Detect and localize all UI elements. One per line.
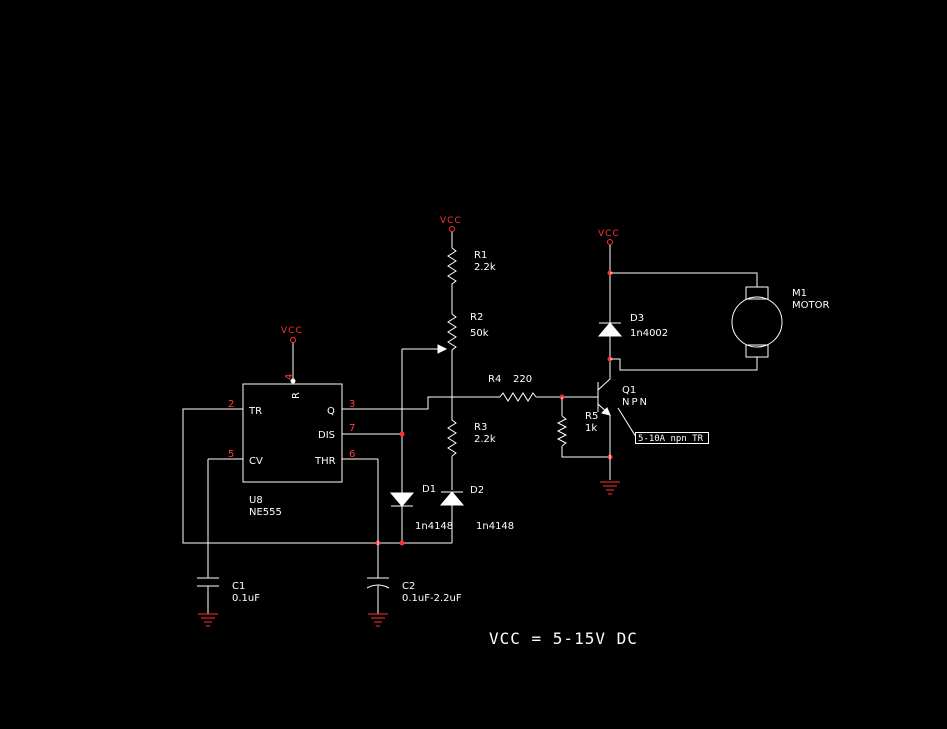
transistor-note: 5-10A npn TR (617, 407, 709, 444)
c1-ref: C1 (232, 581, 245, 592)
capacitor-c2[interactable]: C2 0.1uF-2.2uF (366, 577, 462, 614)
d3-value: 1n4002 (630, 328, 668, 339)
c1-value: 0.1uF (232, 593, 260, 604)
svg-text:VCC: VCC (281, 326, 303, 336)
d2-value: 1n4148 (476, 521, 514, 532)
d2-ref: D2 (470, 485, 484, 496)
pin-label-cv: CV (249, 456, 263, 467)
diode-d1[interactable]: D1 1n4148 (389, 484, 453, 532)
resistor-r1[interactable]: R1 2.2k (447, 247, 496, 285)
m1-value: MOTOR (792, 300, 829, 311)
q1-value: NPN (622, 397, 649, 408)
pin-number-7: 7 (349, 423, 355, 434)
d1-ref: D1 (422, 484, 436, 495)
ne555-timer[interactable]: TR Q DIS CV THR R 2 3 7 5 6 4 U8 NE555 (208, 362, 402, 518)
d3-ref: D3 (630, 313, 644, 324)
resistor-r5[interactable]: R5 1k (556, 411, 598, 447)
resistor-r4[interactable]: R4 220 (488, 374, 537, 402)
vcc-symbol-555: VCC (281, 326, 303, 362)
pin-number-6: 6 (349, 449, 355, 460)
r4-ref: R4 (488, 374, 501, 385)
potentiometer-r2[interactable]: R2 50k (402, 312, 489, 354)
ground-symbol-c2 (368, 613, 388, 627)
pin-label-tr: TR (248, 406, 262, 417)
svg-text:VCC: VCC (440, 216, 462, 226)
resistor-r3[interactable]: R3 2.2k (447, 419, 496, 457)
supply-note: VCC = 5-15V DC (489, 629, 638, 648)
pin-label-q: Q (327, 406, 335, 417)
pin-number-2: 2 (228, 399, 234, 410)
vcc-symbol-motor: VCC (598, 229, 620, 245)
r5-ref: R5 (585, 411, 598, 422)
svg-text:5-10A npn TR: 5-10A npn TR (638, 434, 704, 444)
r2-ref: R2 (470, 312, 483, 323)
pin-label-r: R (291, 392, 302, 399)
r4-value: 220 (513, 374, 532, 385)
m1-ref: M1 (792, 288, 807, 299)
motor-m1[interactable]: M1 MOTOR (731, 286, 829, 358)
transistor-q1[interactable]: Q1 NPN (597, 378, 649, 416)
u8-part: NE555 (249, 507, 282, 518)
diode-d3[interactable]: D3 1n4002 (597, 313, 668, 339)
r1-ref: R1 (474, 250, 487, 261)
q1-ref: Q1 (622, 385, 636, 396)
r5-value: 1k (585, 423, 597, 434)
u8-ref: U8 (249, 495, 263, 506)
r2-value: 50k (470, 328, 489, 339)
ground-symbol-c1 (198, 613, 218, 627)
pin-label-dis: DIS (318, 430, 335, 441)
vcc-symbol-r1: VCC (440, 216, 462, 232)
d1-value: 1n4148 (415, 521, 453, 532)
capacitor-c1[interactable]: C1 0.1uF (197, 577, 260, 614)
c2-ref: C2 (402, 581, 415, 592)
ground-symbol-q1 (600, 481, 620, 495)
r1-value: 2.2k (474, 262, 496, 273)
pin-label-thr: THR (314, 456, 336, 467)
r3-value: 2.2k (474, 434, 496, 445)
pin-number-3: 3 (349, 399, 355, 410)
c2-value: 0.1uF-2.2uF (402, 593, 462, 604)
pin-number-4: 4 (284, 374, 295, 380)
svg-text:VCC: VCC (598, 229, 620, 239)
pin-number-5: 5 (228, 449, 234, 460)
r3-ref: R3 (474, 422, 487, 433)
